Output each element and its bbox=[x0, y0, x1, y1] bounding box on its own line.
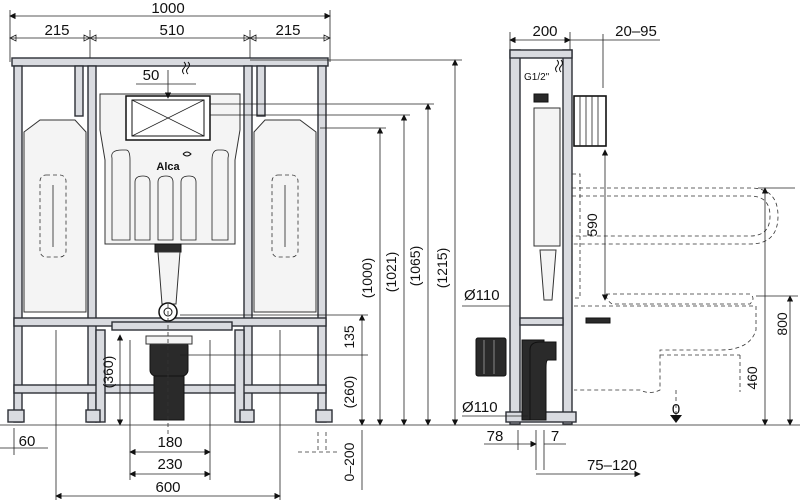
dim-height-1065: (1065) bbox=[407, 246, 423, 286]
dim-height-800: 800 bbox=[774, 312, 790, 336]
valve-dimension bbox=[136, 61, 196, 99]
dim-height-1021: (1021) bbox=[383, 252, 399, 292]
bottom-dimension-lines bbox=[0, 304, 281, 500]
dim-offset-range: 75–120 bbox=[587, 457, 637, 474]
side-bottom-dimension-lines bbox=[484, 430, 641, 478]
dim-height-590: 590 bbox=[584, 213, 600, 237]
brand-mark-icon bbox=[182, 151, 192, 157]
dim-180: 180 bbox=[157, 434, 182, 451]
front-view: 1000 215 510 215 bbox=[0, 0, 470, 500]
inlet-thread-label: G1/2" bbox=[524, 72, 550, 83]
dim-height-360: (360) bbox=[100, 356, 116, 389]
side-cistern bbox=[533, 93, 607, 301]
dim-frame-depth: 200 bbox=[532, 23, 557, 40]
dim-adjust-range: 0–200 bbox=[341, 442, 357, 481]
dim-valve-offset: 50 bbox=[143, 67, 160, 84]
floor-level-mark: 0 bbox=[672, 401, 680, 418]
side-panels bbox=[23, 119, 317, 313]
grab-rail bbox=[571, 173, 779, 299]
dim-60: 60 bbox=[19, 433, 36, 450]
side-vertical-dimension-lines bbox=[470, 149, 800, 426]
dim-7: 7 bbox=[551, 428, 559, 445]
dim-right-width: 215 bbox=[275, 22, 300, 39]
dim-panel-range: 20–95 bbox=[615, 23, 657, 40]
top-dimension-lines bbox=[9, 10, 331, 62]
pipe-diameter-bottom: Ø110 bbox=[462, 399, 498, 416]
toilet-bowl bbox=[574, 293, 757, 393]
waste-pipe bbox=[111, 321, 233, 421]
dim-78: 78 bbox=[487, 428, 504, 445]
dim-height-1000: (1000) bbox=[359, 258, 375, 298]
cistern bbox=[99, 93, 241, 322]
vertical-dimension-lines bbox=[0, 59, 470, 490]
dim-height-460: 460 bbox=[744, 366, 760, 390]
side-water-inlet-icon bbox=[555, 59, 563, 73]
brand-logo: Alca bbox=[156, 161, 180, 173]
dim-height-260: (260) bbox=[341, 376, 357, 409]
pipe-diameter-top: Ø110 bbox=[464, 287, 500, 304]
water-inlet-icon bbox=[182, 61, 190, 75]
dim-left-width: 215 bbox=[44, 22, 69, 39]
dim-center-width: 510 bbox=[159, 22, 184, 39]
side-view: 200 20–95 G1/2" bbox=[462, 23, 800, 478]
dim-230: 230 bbox=[157, 456, 182, 473]
dim-height-1215: (1215) bbox=[434, 248, 450, 288]
dim-overall-width: 1000 bbox=[151, 0, 184, 17]
side-pipes bbox=[475, 337, 557, 421]
dim-600: 600 bbox=[155, 479, 180, 496]
dim-height-135: 135 bbox=[341, 325, 357, 349]
